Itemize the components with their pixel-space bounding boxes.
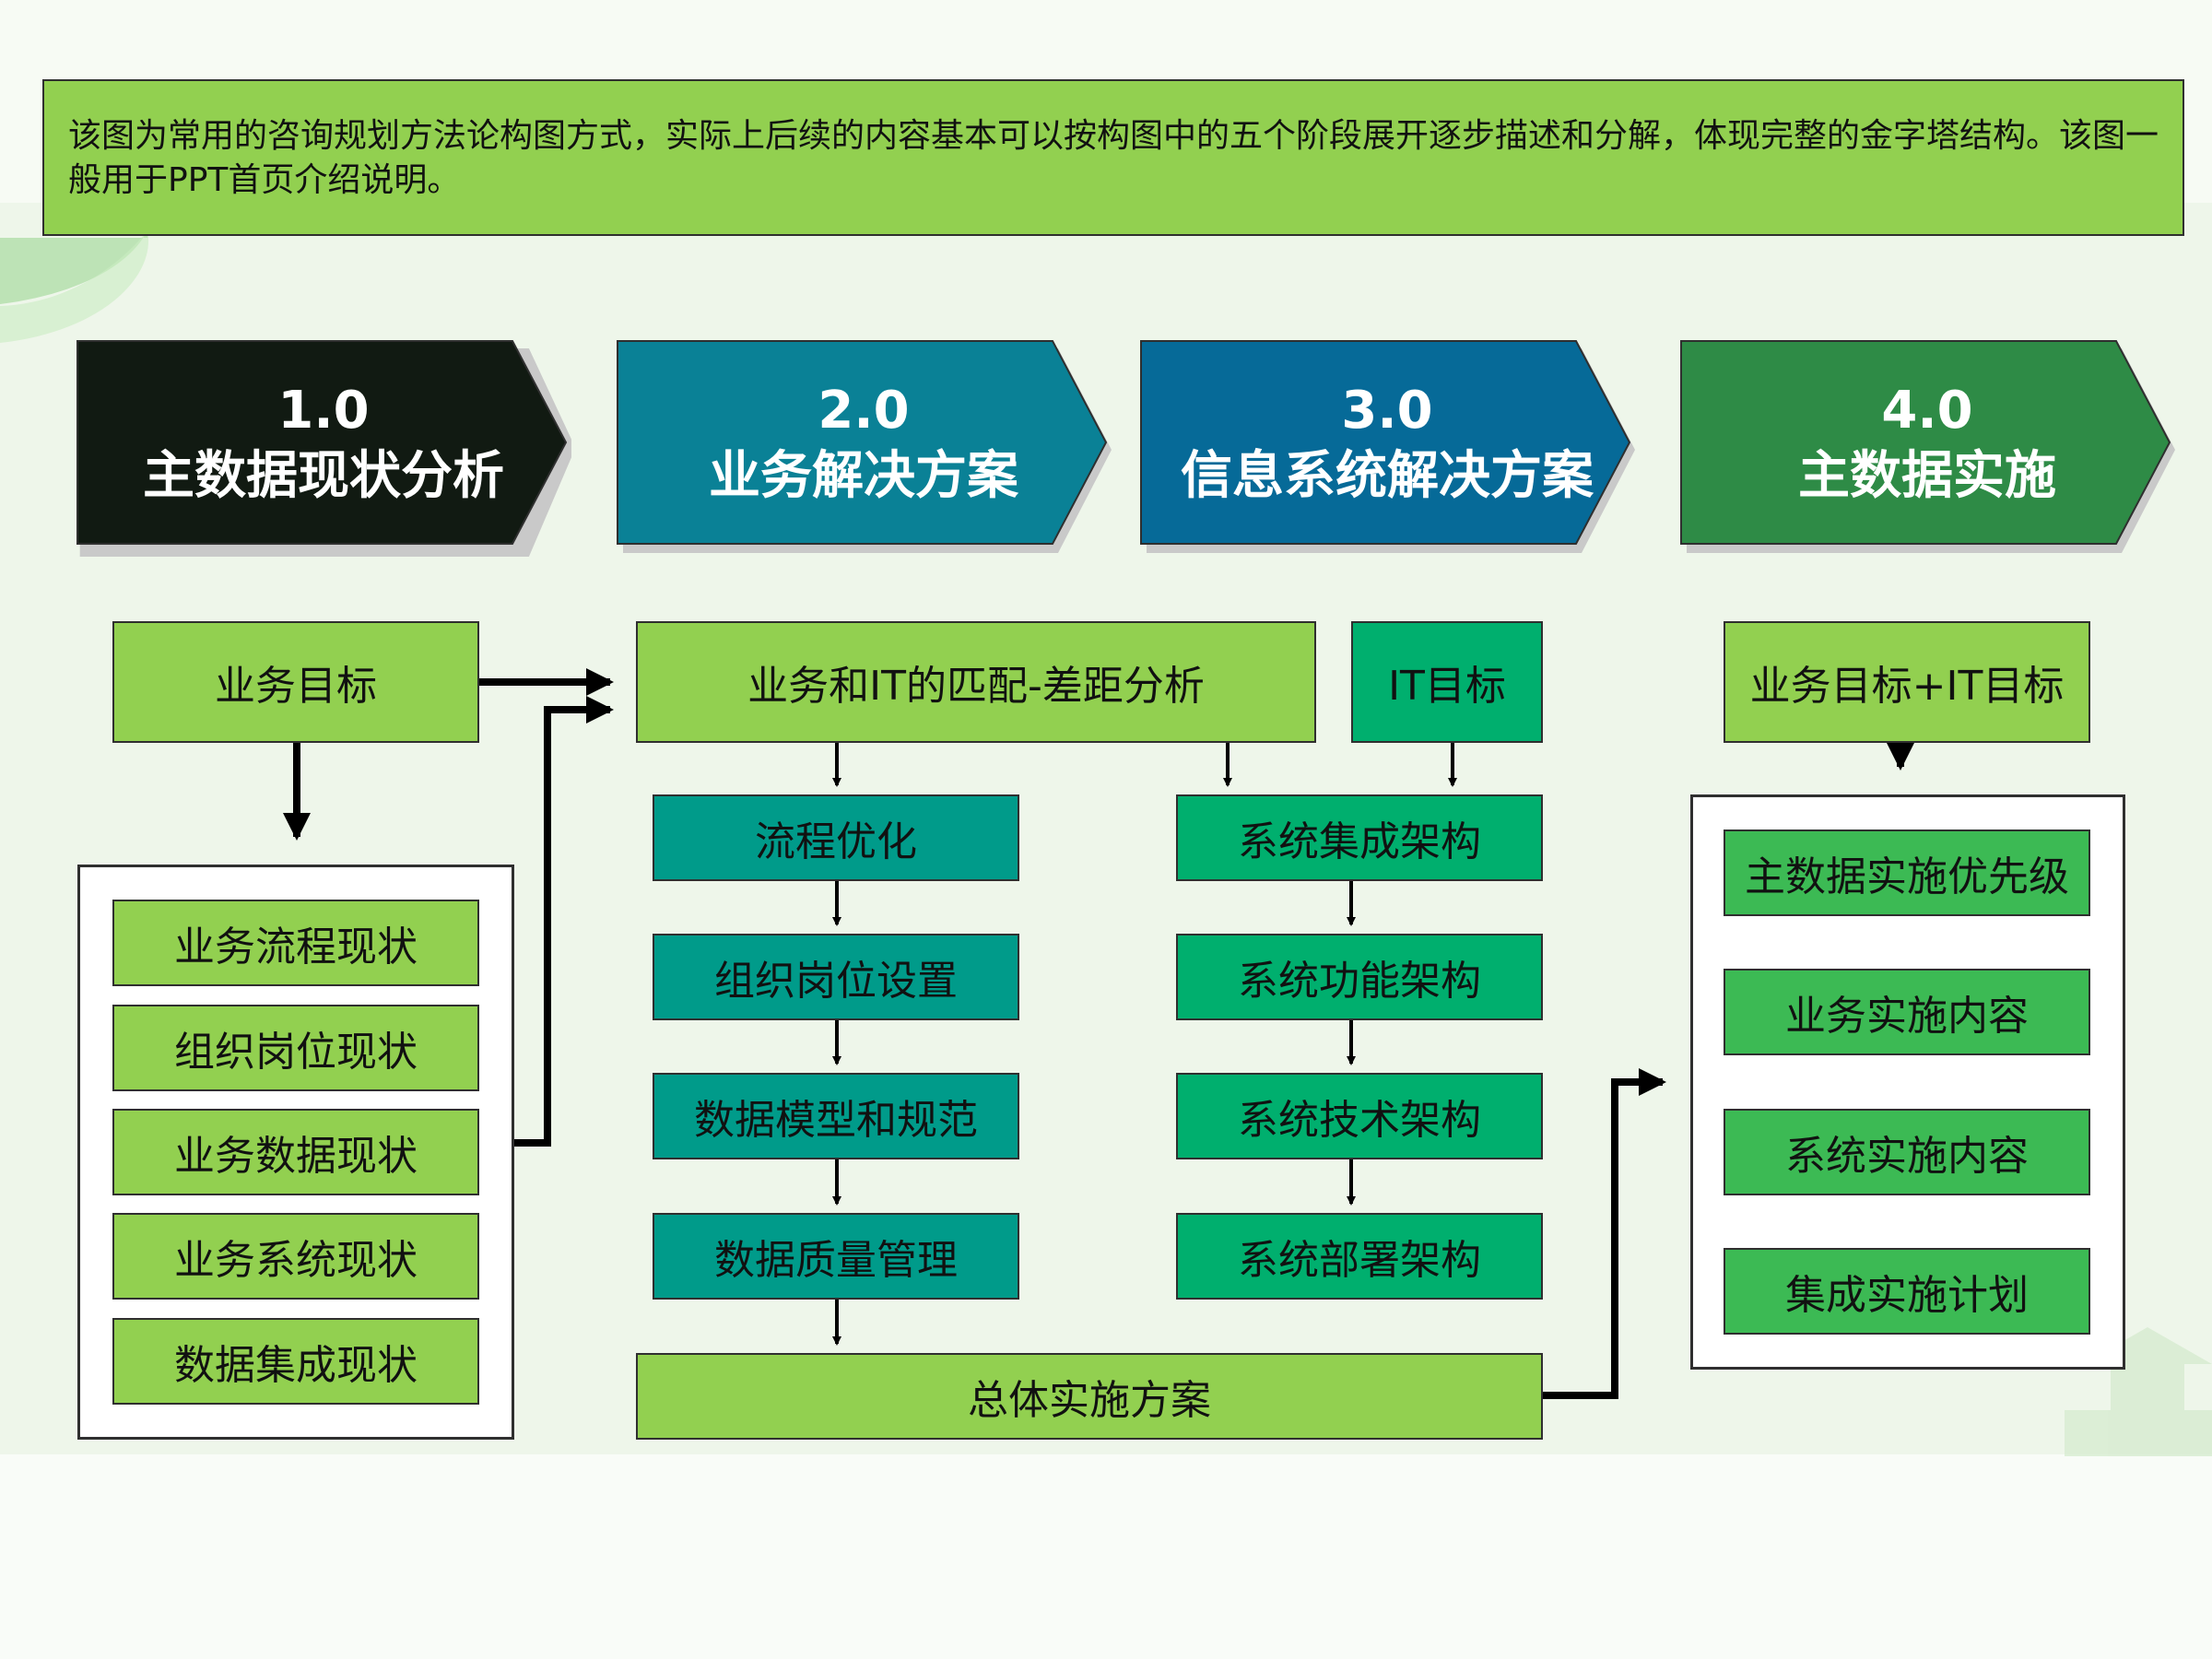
phase-2-title: 业务解决方案 bbox=[709, 446, 1018, 506]
phase-3-number: 3.0 bbox=[1341, 381, 1433, 441]
business-solution-item: 数据质量管理 bbox=[653, 1213, 1019, 1300]
implementation-item: 主数据实施优先级 bbox=[1724, 830, 2090, 916]
phase-2-shape bbox=[617, 340, 1112, 553]
phase-4-title: 主数据实施 bbox=[1798, 446, 2056, 506]
system-solution-item: 系统部署架构 bbox=[1176, 1213, 1543, 1300]
current-state-item: 业务流程现状 bbox=[112, 900, 479, 986]
business-solution-item: 流程优化 bbox=[653, 794, 1019, 881]
implementation-item: 业务实施内容 bbox=[1724, 969, 2090, 1055]
current-state-item: 组织岗位现状 bbox=[112, 1005, 479, 1091]
system-solution-item: 系统功能架构 bbox=[1176, 934, 1543, 1020]
current-state-item: 数据集成现状 bbox=[112, 1318, 479, 1405]
phase-3-title: 信息系统解决方案 bbox=[1181, 446, 1594, 506]
current-state-item: 业务数据现状 bbox=[112, 1109, 479, 1195]
implementation-item: 系统实施内容 bbox=[1724, 1109, 2090, 1195]
phase-3-shape bbox=[1140, 340, 1635, 553]
business-solution-item: 数据模型和规范 bbox=[653, 1073, 1019, 1159]
description-text: 该图为常用的咨询规划方法论构图方式，实际上后续的内容基本可以按构图中的五个阶段展… bbox=[42, 79, 2184, 236]
system-solution-item: 系统集成架构 bbox=[1176, 794, 1543, 881]
combined-goal-box: 业务目标+IT目标 bbox=[1724, 621, 2090, 743]
phase-1-shape-fill bbox=[76, 340, 568, 545]
gap-analysis-box: 业务和IT的匹配-差距分析 bbox=[636, 621, 1316, 743]
phase-1-number: 1.0 bbox=[277, 381, 370, 441]
system-solution-item: 系统技术架构 bbox=[1176, 1073, 1543, 1159]
phase-3-chevron: 3.0 信息系统解决方案 bbox=[1139, 339, 1635, 553]
phase-2-chevron: 2.0 业务解决方案 bbox=[616, 339, 1112, 553]
phase-4-number: 4.0 bbox=[1881, 381, 1973, 441]
phase-1-title: 主数据现状分析 bbox=[143, 446, 504, 506]
phase-4-shape bbox=[1680, 340, 2175, 553]
phase-4-chevron: 4.0 主数据实施 bbox=[1679, 339, 2175, 553]
arrow-current-state-to-gap bbox=[514, 696, 614, 1147]
business-goal-box: 业务目标 bbox=[112, 621, 479, 743]
it-goal-box: IT目标 bbox=[1351, 621, 1543, 743]
business-solution-item: 组织岗位设置 bbox=[653, 934, 1019, 1020]
phase-2-number: 2.0 bbox=[818, 381, 910, 441]
phase-1-chevron: 1.0 主数据现状分析 bbox=[76, 339, 571, 557]
arrow-overall-to-implementation bbox=[1543, 1068, 1666, 1399]
implementation-item: 集成实施计划 bbox=[1724, 1248, 2090, 1335]
phase-1-shape bbox=[76, 340, 571, 557]
overall-plan-box: 总体实施方案 bbox=[636, 1353, 1543, 1440]
current-state-item: 业务系统现状 bbox=[112, 1213, 479, 1300]
